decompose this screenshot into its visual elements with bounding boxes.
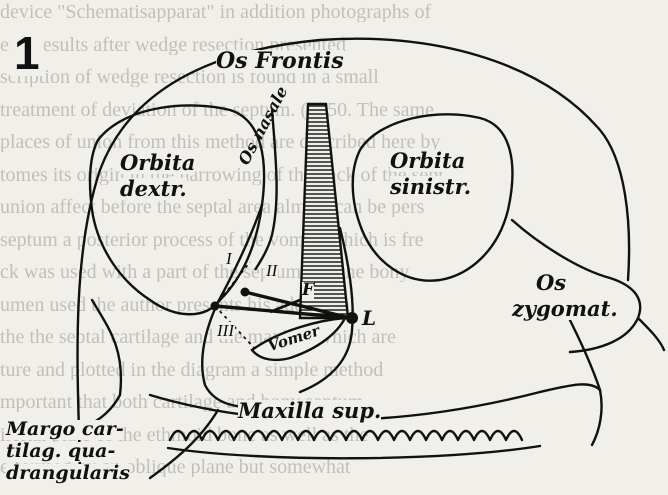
- zygomatic-right-outline: [88, 300, 121, 425]
- label-margo-3: drangularis: [6, 464, 130, 484]
- label-margo-2: tilag. qua-: [6, 442, 115, 462]
- label-os-zygomat-1: Os: [536, 272, 566, 294]
- label-margo-1: Margo car-: [6, 420, 124, 440]
- line-i-dotted: [215, 262, 250, 306]
- teeth-lower-line: [168, 446, 540, 458]
- label-point-l: L: [362, 308, 376, 329]
- label-roman-ii: II: [265, 262, 278, 279]
- label-orbita-dextr-1: Orbita: [120, 152, 195, 174]
- os-zygomat-outline: [512, 220, 664, 352]
- label-os-zygomat-2: zygomat.: [512, 298, 618, 320]
- point-ii: [241, 288, 250, 297]
- zygomatic-left-process: [560, 300, 602, 445]
- label-orbita-sinistr-2: sinistr.: [390, 176, 471, 198]
- point-origin: [211, 302, 220, 311]
- label-roman-iii: III: [216, 322, 235, 339]
- point-l: [346, 312, 358, 324]
- figure-number: 1: [10, 30, 44, 76]
- label-point-f: F: [302, 282, 314, 300]
- label-orbita-dextr-2: dextr.: [120, 178, 187, 200]
- label-orbita-sinistr-1: Orbita: [390, 150, 465, 172]
- label-roman-i: I: [225, 250, 233, 267]
- label-os-frontis: Os Frontis: [216, 50, 344, 73]
- label-maxilla-sup: Maxilla sup.: [238, 400, 381, 422]
- margo-cartilage-line: [150, 410, 218, 478]
- teeth-row: [170, 431, 522, 440]
